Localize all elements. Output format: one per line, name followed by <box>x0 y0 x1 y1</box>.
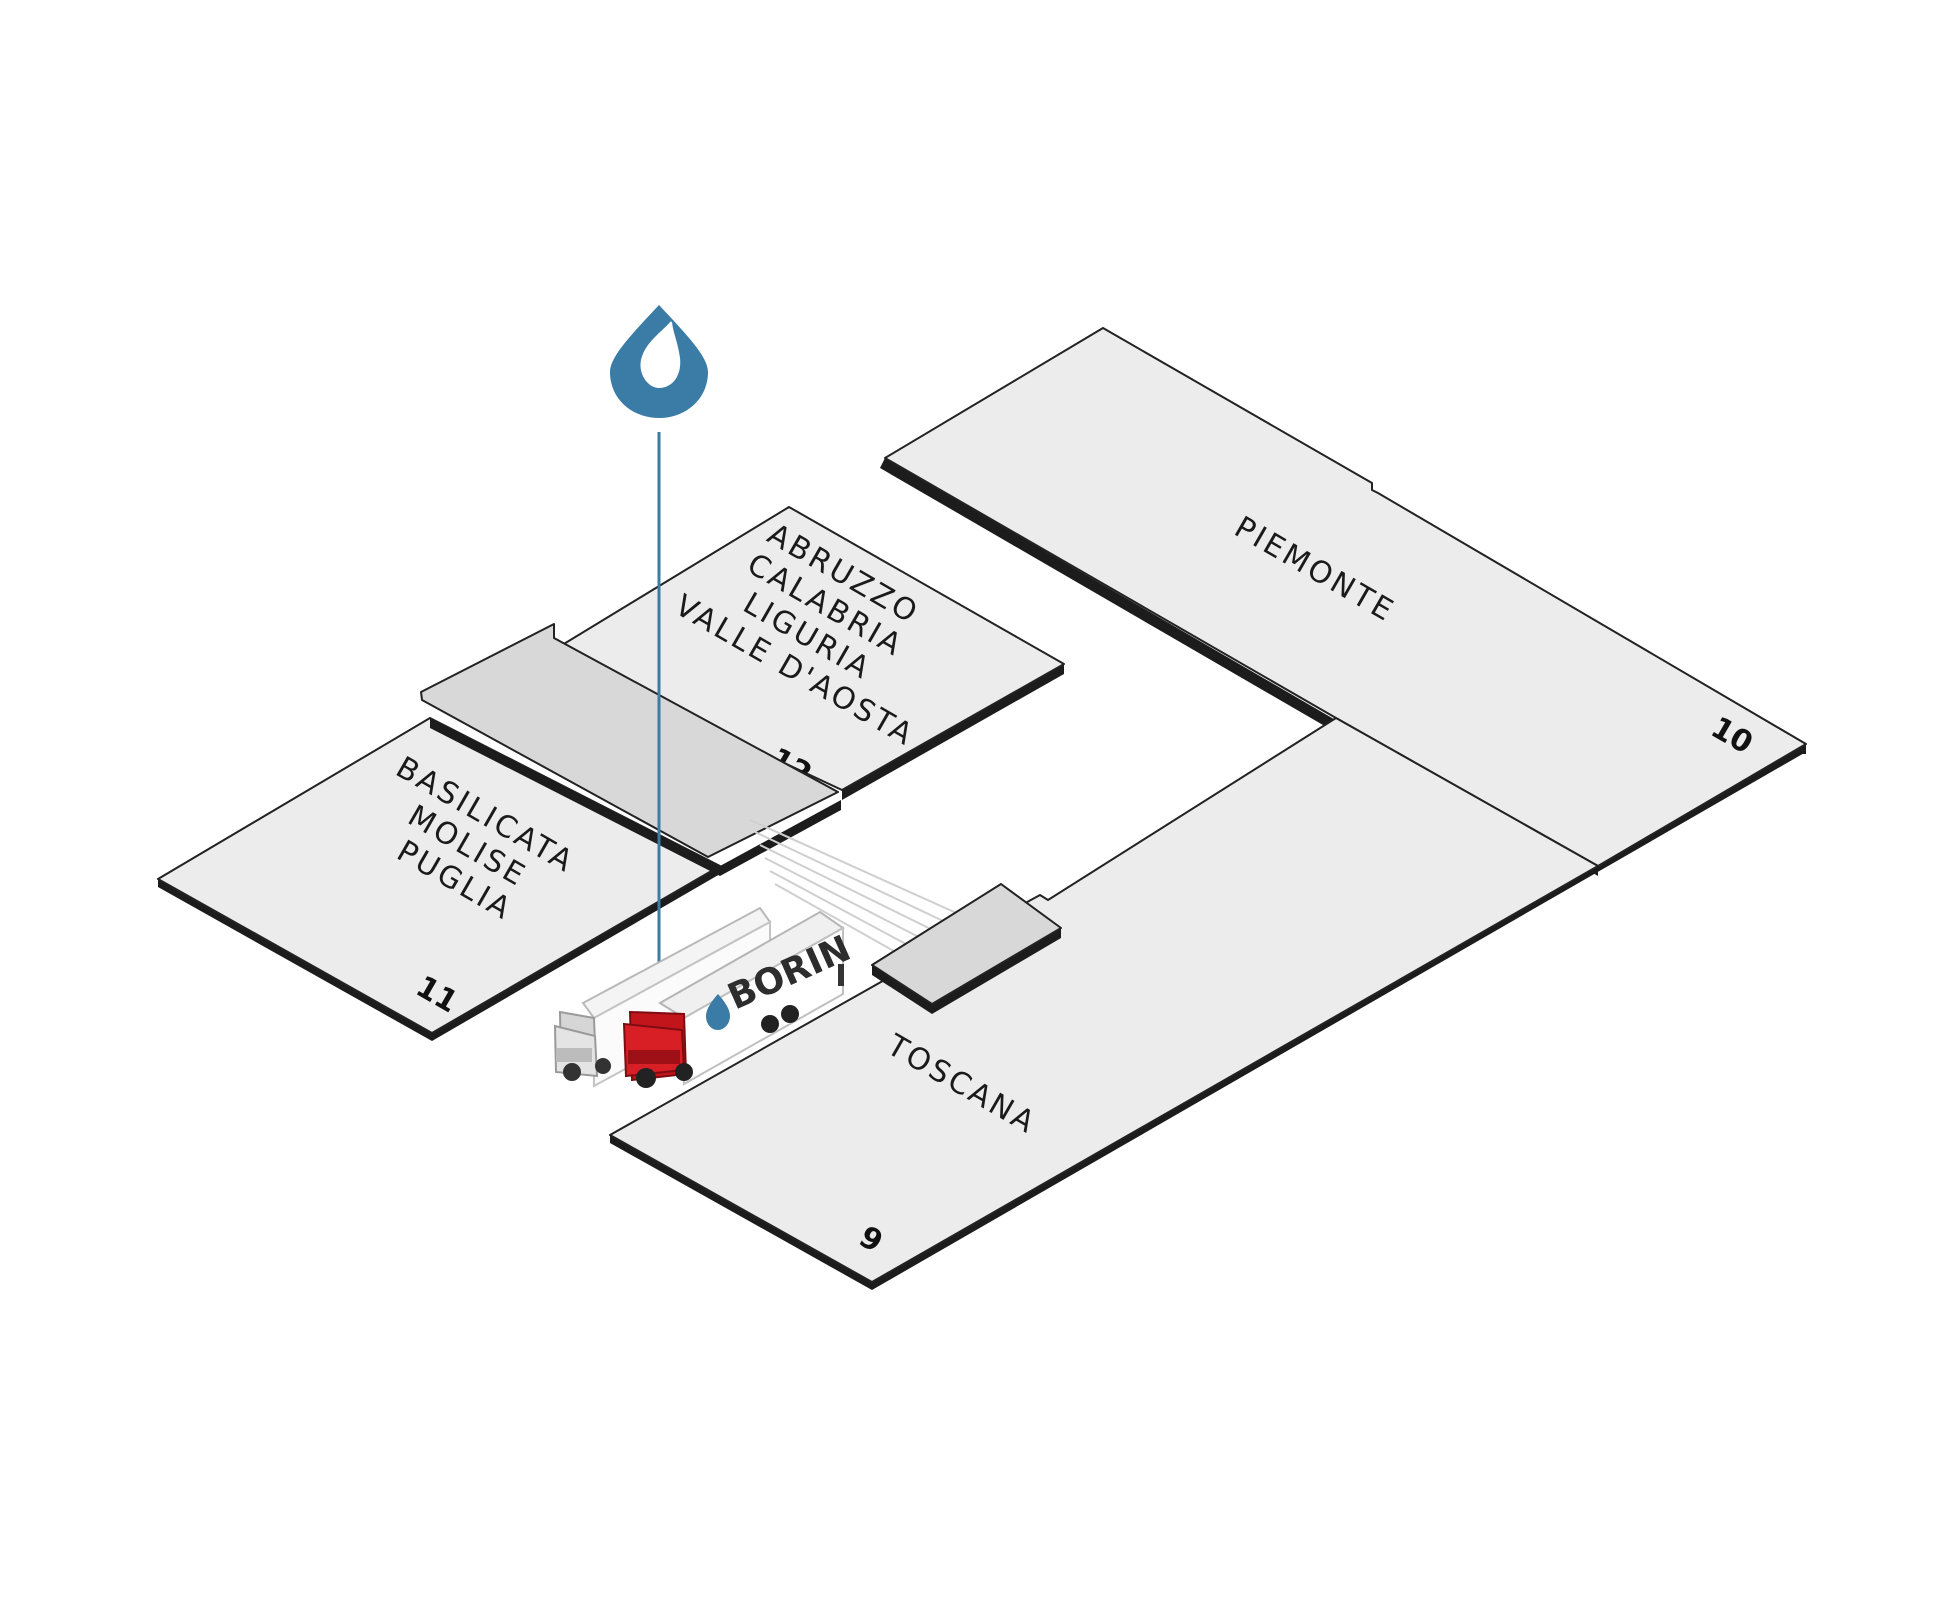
entrance-block <box>871 883 1062 1014</box>
pavilion-11-region-name: BASILICATA MOLISE PUGLIA <box>354 750 592 949</box>
truck-icon: BORIN <box>553 906 857 1088</box>
pavilion-10[interactable]: PIEMONTE 10 <box>884 327 1807 867</box>
corridor-11-12 <box>420 623 841 876</box>
pavilion-12[interactable]: ABRUZZO CALABRIA LIGURIA VALLE D'AOSTA 1… <box>548 495 1065 800</box>
location-pin[interactable] <box>610 305 708 968</box>
drop-pin-icon <box>610 305 708 418</box>
pavilion-9[interactable]: TOSCANA 9 <box>609 717 1599 1283</box>
